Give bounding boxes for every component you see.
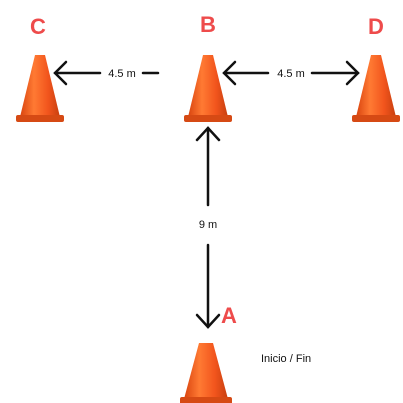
cone-a-label: A	[221, 303, 237, 328]
distance-b-to-d: 4.5 m	[277, 68, 305, 80]
cone-b	[184, 55, 232, 122]
cone-c-label: C	[30, 14, 46, 39]
cone-c-base	[16, 115, 64, 122]
cone-d	[352, 55, 400, 122]
cone-a-base	[180, 397, 232, 403]
cone-b-body	[188, 55, 228, 117]
distance-b-to-c: 4.5 m	[108, 68, 136, 80]
arrow-b-to-c	[53, 60, 160, 86]
arrow-a-to-b	[195, 126, 221, 329]
cone-a-body	[184, 343, 228, 399]
arrow-b-to-d	[222, 60, 360, 86]
cone-d-body	[356, 55, 396, 117]
cone-b-base	[184, 115, 232, 122]
distance-a-to-b: 9 m	[199, 219, 217, 231]
cone-b-label: B	[200, 12, 216, 37]
cone-a	[180, 343, 232, 403]
cone-c	[16, 55, 64, 122]
cone-c-body	[20, 55, 60, 117]
cone-d-label: D	[368, 14, 384, 39]
start-finish-label: Inicio / Fin	[261, 353, 311, 365]
cone-d-base	[352, 115, 400, 122]
